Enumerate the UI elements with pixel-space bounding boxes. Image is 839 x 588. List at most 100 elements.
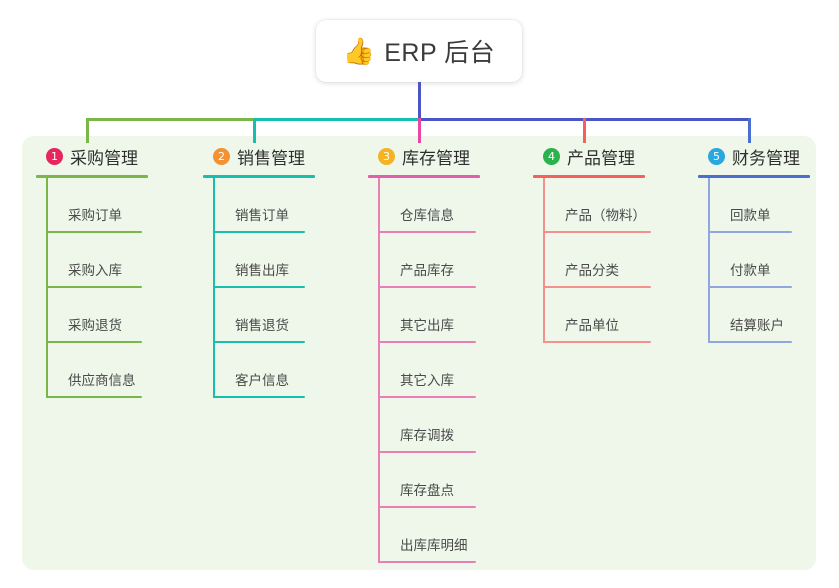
leaf-item[interactable]: 付款单 [708,233,818,288]
branch-rule-2 [203,175,315,178]
leaf-item[interactable]: 产品（物料） [543,178,685,233]
leaf-rule [378,286,476,288]
leaf-label: 产品单位 [565,318,619,333]
leaf-label: 客户信息 [235,373,289,388]
leaf-label: 采购订单 [68,208,122,223]
leaf-item[interactable]: 销售出库 [213,233,355,288]
branch-rule-3 [368,175,480,178]
leaf-item[interactable]: 采购订单 [46,178,188,233]
leaf-rule [46,286,142,288]
branch-spine-2 [213,178,215,398]
branch-column-1: 1 采购管理采购订单采购入库采购退货供应商信息 [36,143,188,398]
leaf-rule [213,286,305,288]
leaf-rule [378,561,476,563]
leaf-label: 其它入库 [400,373,454,388]
leaf-rule [378,341,476,343]
branch-column-3: 3 库存管理仓库信息产品库存其它出库其它入库库存调拨库存盘点出库库明细 [368,143,520,563]
branch-header-3[interactable]: 3 库存管理 [368,143,520,169]
branch-rule-1 [36,175,148,178]
leaf-label: 供应商信息 [68,373,136,388]
leaf-label: 回款单 [730,208,771,223]
leaf-rule [708,286,792,288]
branch-header-4[interactable]: 4 产品管理 [533,143,685,169]
leaf-item[interactable]: 库存调拨 [378,398,520,453]
leaf-label: 销售出库 [235,263,289,278]
leaf-rule [378,451,476,453]
branch-badge-3: 3 [378,147,395,165]
branch-spine-5 [708,178,710,343]
branch-drop-connector-5 [748,118,751,143]
leaf-item[interactable]: 其它入库 [378,343,520,398]
branch-column-4: 4 产品管理产品（物料） 产品分类产品单位 [533,143,685,343]
branch-title-3: 库存管理 [402,148,470,168]
branch-drop-connector-4 [583,118,586,143]
bus-segment-1 [86,118,256,121]
branch-rule-4 [533,175,645,178]
diagram-panel [22,136,816,570]
branch-header-1[interactable]: 1 采购管理 [36,143,188,169]
leaf-label: 产品库存 [400,263,454,278]
leaf-rule [378,231,476,233]
leaf-item[interactable]: 库存盘点 [378,453,520,508]
leaf-rule [46,396,142,398]
leaf-item[interactable]: 产品单位 [543,288,685,343]
branch-badge-1: 1 [46,147,63,165]
branch-drop-connector-3 [418,118,421,143]
leaf-item[interactable]: 采购退货 [46,288,188,343]
leaf-item[interactable]: 采购入库 [46,233,188,288]
leaf-item[interactable]: 产品分类 [543,233,685,288]
leaf-item[interactable]: 销售订单 [213,178,355,233]
branch-badge-4: 4 [543,147,560,165]
branch-spine-3 [378,178,380,563]
leaf-label: 采购退货 [68,318,122,333]
branch-items-4: 产品（物料） 产品分类产品单位 [543,178,685,343]
leaf-rule [708,341,792,343]
branch-drop-connector-1 [86,118,89,143]
leaf-item[interactable]: 销售退货 [213,288,355,343]
leaf-label: 出库库明细 [400,538,468,553]
leaf-rule [378,396,476,398]
branch-title-4: 产品管理 [567,148,635,168]
leaf-label: 产品分类 [565,263,619,278]
branch-title-5: 财务管理 [732,148,800,168]
leaf-item[interactable]: 客户信息 [213,343,355,398]
leaf-item[interactable]: 结算账户 [708,288,818,343]
branch-items-2: 销售订单销售出库销售退货客户信息 [213,178,355,398]
leaf-label: 结算账户 [730,318,784,333]
leaf-label: 采购入库 [68,263,122,278]
leaf-rule [46,341,142,343]
leaf-label: 仓库信息 [400,208,454,223]
leaf-label: 库存调拨 [400,428,454,443]
leaf-label: 产品（物料） [565,208,646,223]
leaf-label: 销售订单 [235,208,289,223]
root-stem-connector [418,82,421,121]
leaf-item[interactable]: 产品库存 [378,233,520,288]
branch-title-2: 销售管理 [237,148,305,168]
branch-title-1: 采购管理 [70,148,138,168]
branch-rule-5 [698,175,810,178]
branch-spine-1 [46,178,48,398]
branch-spine-4 [543,178,545,343]
leaf-label: 付款单 [730,263,771,278]
branch-drop-connector-2 [253,118,256,143]
leaf-rule [378,506,476,508]
leaf-label: 销售退货 [235,318,289,333]
leaf-label: 库存盘点 [400,483,454,498]
branch-header-2[interactable]: 2 销售管理 [203,143,355,169]
leaf-item[interactable]: 供应商信息 [46,343,188,398]
leaf-rule [708,231,792,233]
leaf-item[interactable]: 出库库明细 [378,508,520,563]
leaf-rule [46,231,142,233]
leaf-item[interactable]: 其它出库 [378,288,520,343]
leaf-rule [543,286,651,288]
leaf-rule [213,231,305,233]
leaf-item[interactable]: 回款单 [708,178,818,233]
branch-badge-2: 2 [213,147,230,165]
leaf-rule [543,341,651,343]
leaf-item[interactable]: 仓库信息 [378,178,520,233]
root-node[interactable]: 👍 ERP 后台 [316,20,522,82]
branch-items-5: 回款单付款单结算账户 [708,178,818,343]
leaf-rule [213,396,305,398]
